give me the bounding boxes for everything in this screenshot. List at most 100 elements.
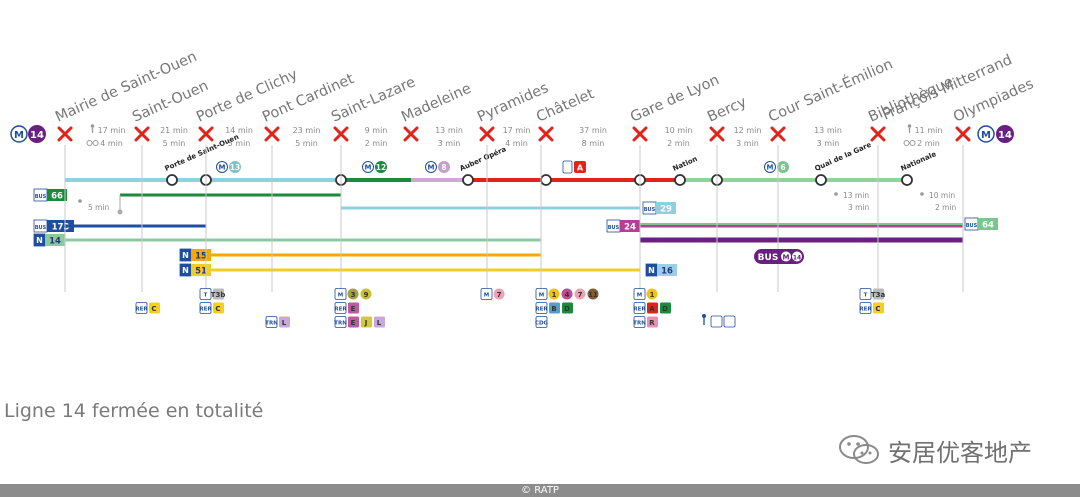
walk-time: 14 min: [225, 126, 253, 135]
walk-time: 21 min: [160, 126, 188, 135]
connection-chip: [213, 302, 224, 314]
walk-time: 23 min: [293, 126, 321, 135]
line-chip: [574, 161, 586, 173]
metro-letter: M: [428, 164, 435, 172]
bike-time: 5 min: [295, 139, 318, 148]
mode-letter: TRN: [334, 321, 347, 327]
bike-icon: [92, 140, 99, 146]
bike-time: 2 min: [667, 139, 690, 148]
watermark: 安居优客地产: [838, 432, 1032, 468]
walk-time: 9 min: [365, 126, 388, 135]
route-stop: [674, 174, 686, 186]
bike-icon: [903, 140, 910, 146]
connection-code: 4: [565, 291, 570, 299]
line14-badge-left: M 14: [10, 125, 46, 143]
line-number: A: [577, 164, 584, 173]
mode-letter: M: [637, 293, 642, 299]
metro-icon: M: [14, 130, 24, 141]
walk-icon: [834, 192, 838, 196]
connection-chip: [646, 288, 658, 300]
walk-time: 12 min: [734, 126, 762, 135]
closed-icon: [538, 126, 554, 142]
mode-letter: M: [484, 293, 489, 299]
walk-endpoint: [117, 209, 123, 215]
line-number: 8: [441, 163, 446, 172]
connection-chip: [574, 288, 586, 300]
connection-code: 3: [351, 291, 356, 299]
bike-icon: [909, 140, 916, 146]
connection-chip: [279, 316, 290, 328]
connection-bercy: [702, 314, 736, 328]
metro-icon: M: [981, 130, 991, 141]
rer-icon: [633, 302, 646, 314]
rer-icon: [135, 302, 148, 314]
closed-icon: [134, 126, 150, 142]
line-number: 12: [376, 163, 386, 172]
connection-code: 1: [552, 291, 557, 299]
train-icon: [334, 316, 347, 328]
walk-icon: [78, 199, 82, 203]
bike-time: 3 min: [228, 139, 251, 148]
connection-code: 7: [578, 291, 583, 299]
rer-icon: [199, 302, 212, 314]
connection-code: D: [564, 305, 570, 313]
connection-chip: [348, 316, 359, 328]
route-badge-bus: BUS 29: [642, 201, 676, 215]
mode-letter: RER: [334, 307, 347, 313]
walk-time: 13 min: [814, 126, 842, 135]
metro-icon: [764, 161, 776, 173]
closed-icon: [264, 126, 280, 142]
bike-time: 3 min: [848, 203, 870, 212]
connection-chip: [374, 316, 385, 328]
line-chip: [47, 220, 74, 232]
bike-time: 3 min: [438, 139, 461, 148]
credit-text: © RATP: [521, 485, 559, 496]
closed-icon: [709, 126, 725, 142]
metro-icon: [425, 161, 437, 173]
connection-code: T3a: [871, 291, 886, 299]
wechat-icon: [839, 435, 879, 464]
metro-letter: M: [365, 164, 372, 172]
mode-letter: RER: [199, 307, 212, 313]
closed-icon: [479, 126, 495, 142]
connection-chip: [873, 302, 884, 314]
station-name: François Mitterrand: [880, 52, 1015, 124]
rer-icon: [562, 160, 573, 174]
line-chip: [620, 220, 640, 232]
connection-code: B: [551, 305, 556, 313]
mode-letter: BUS: [35, 194, 47, 200]
route-stop-label: Nationale: [900, 150, 938, 173]
walk-time: 13 min: [435, 126, 463, 135]
connection-chip: [647, 302, 658, 314]
connection-chip: [347, 288, 359, 300]
bike-time: 5 min: [163, 139, 186, 148]
connection-code: T3b: [211, 291, 226, 299]
walk-icon: [907, 124, 912, 128]
mode-letter: N: [182, 266, 189, 275]
route-stop-label: Nation: [672, 155, 699, 173]
metro-icon: [480, 288, 493, 300]
connection-chip: [213, 288, 224, 300]
connection-chip: [660, 302, 671, 314]
line-chip: [656, 202, 676, 214]
line-chip: [47, 189, 67, 201]
walk-time: 17 min: [98, 126, 126, 135]
route-badge-metro: M 12: [362, 161, 387, 173]
walk-time: 10 min: [665, 126, 693, 135]
mode-letter: BUS: [644, 207, 656, 213]
closure-caption: Ligne 14 fermée en totalité: [4, 400, 264, 422]
line-number: 13: [230, 163, 240, 172]
bike-icon: [86, 140, 93, 146]
line-chip: [229, 161, 241, 173]
metro-icon: [633, 288, 646, 300]
rer-icon: [859, 302, 872, 314]
connection-chip: [549, 302, 560, 314]
line-number: 29: [660, 205, 672, 215]
line-chip: [45, 234, 65, 246]
